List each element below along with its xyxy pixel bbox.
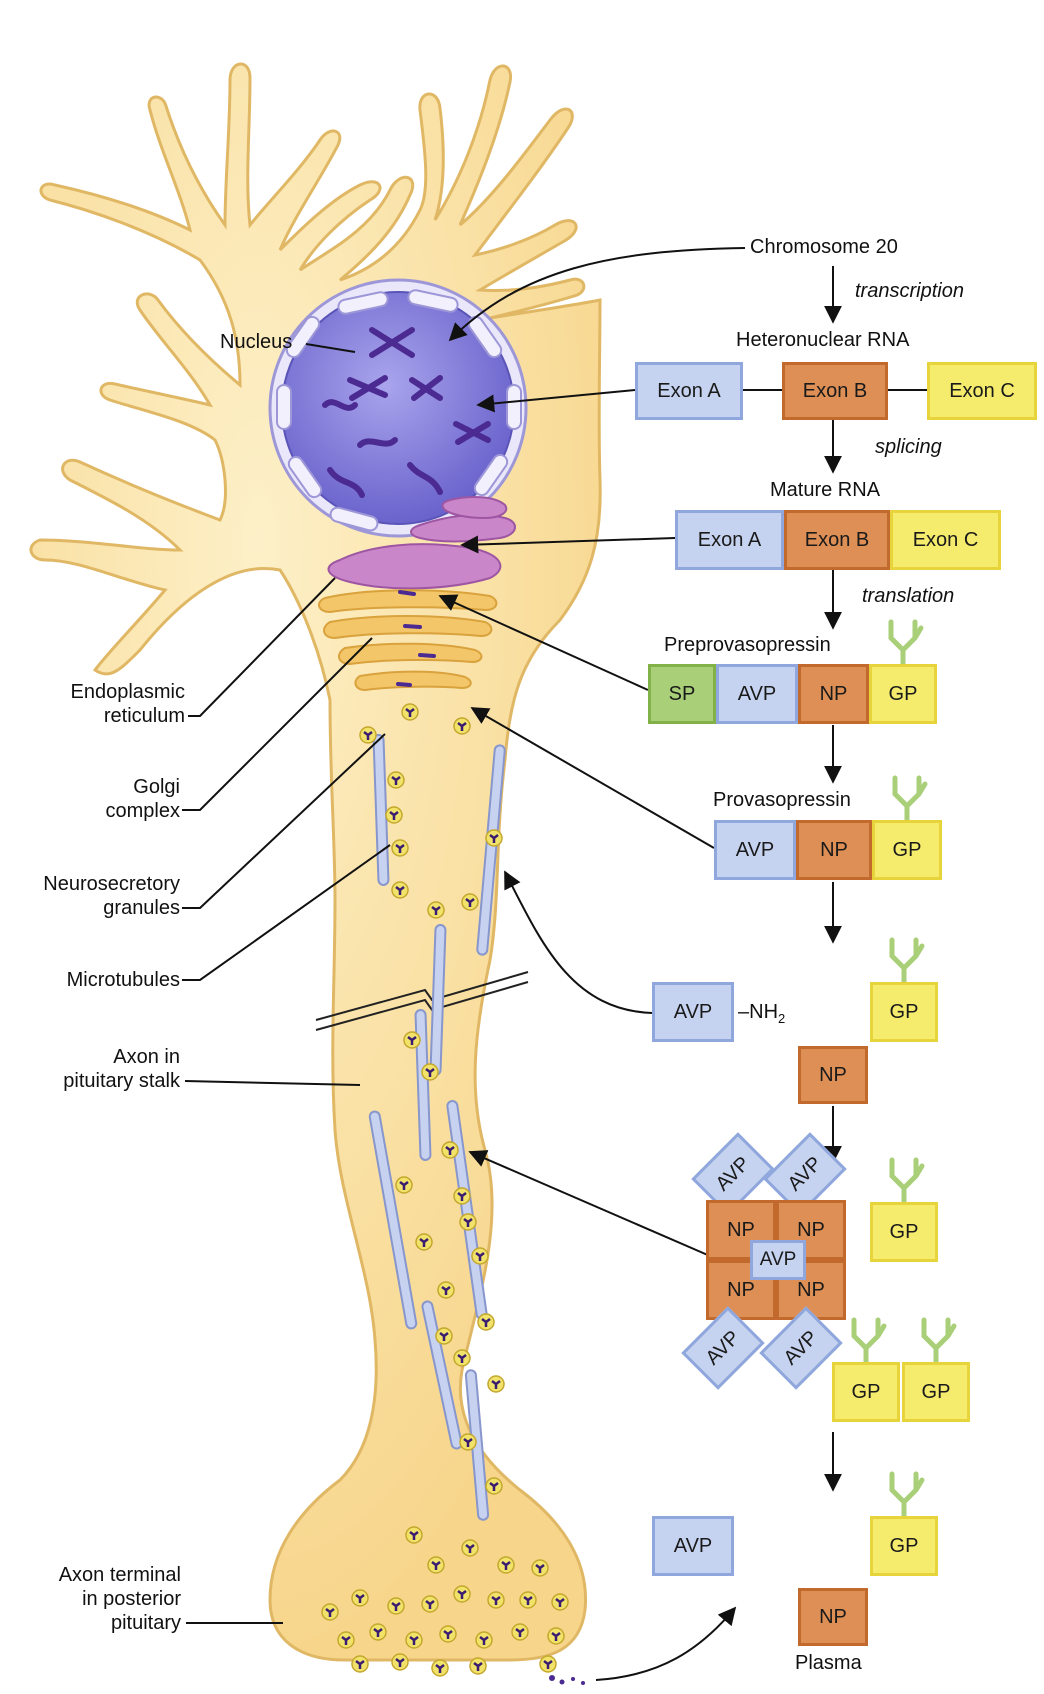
pro-avp: AVP	[714, 820, 796, 880]
hnrna-exon-c: Exon C	[927, 362, 1037, 420]
hnrna-exon-b: Exon B	[782, 362, 888, 420]
label-plasma: Plasma	[795, 1652, 862, 1674]
label-axon-line1: Axon in	[113, 1046, 180, 1068]
plasma-gp: GP	[870, 1516, 938, 1576]
complex-avp-center: AVP	[750, 1240, 806, 1280]
mature-exon-a: Exon A	[675, 510, 784, 570]
label-transcription: transcription	[855, 280, 964, 302]
label-granules-line2: granules	[103, 897, 180, 919]
label-granules: Neurosecretory granules	[10, 872, 180, 920]
cleaved-np: NP	[798, 1046, 868, 1104]
pathway-arrows	[438, 247, 927, 1681]
label-leaders	[182, 343, 391, 1624]
complex-gp: GP	[870, 1202, 938, 1262]
cleaved-avp: AVP	[652, 982, 734, 1042]
nucleus	[268, 278, 528, 538]
label-granules-line1: Neurosecretory	[43, 873, 180, 895]
axon-break	[315, 971, 529, 1031]
plasma-avp: AVP	[652, 1516, 734, 1576]
label-er-line1: Endoplasmic	[70, 681, 185, 703]
pro-gp: GP	[872, 820, 942, 880]
paired-gp-2: GP	[902, 1362, 970, 1422]
prepro-np: NP	[798, 664, 869, 724]
exocytosis	[549, 1675, 585, 1685]
complex-np-1: NP	[706, 1200, 776, 1260]
mature-exon-c: Exon C	[890, 510, 1001, 570]
prepro-gp: GP	[869, 664, 937, 724]
label-terminal-line1: Axon terminal	[58, 1564, 181, 1586]
plasma-np: NP	[798, 1588, 868, 1646]
nh2-label: –NH2	[738, 1000, 785, 1031]
label-chromosome: Chromosome 20	[750, 236, 898, 258]
paired-gp-1: GP	[832, 1362, 900, 1422]
label-translation: translation	[862, 585, 955, 607]
label-axon-terminal: Axon terminal in posterior pituitary	[10, 1563, 181, 1635]
glycan-chains	[851, 619, 957, 1519]
label-microtubules: Microtubules	[66, 969, 180, 991]
nh2-text: –NH	[738, 1001, 779, 1023]
microtubules	[368, 734, 506, 1521]
mature-exon-b: Exon B	[784, 510, 890, 570]
label-preprovasopressin: Preprovasopressin	[664, 634, 831, 656]
label-axon: Axon in pituitary stalk	[10, 1045, 180, 1093]
label-hnrna: Heteronuclear RNA	[736, 329, 910, 351]
pro-np: NP	[796, 820, 872, 880]
label-provasopressin: Provasopressin	[713, 789, 851, 811]
label-splicing: splicing	[875, 436, 942, 458]
label-er-line2: reticulum	[103, 705, 185, 727]
label-er: Endoplasmic reticulum	[20, 680, 185, 728]
prepro-avp: AVP	[716, 664, 798, 724]
nh2-subscript: 2	[778, 1011, 786, 1026]
soma-dendrites	[29, 62, 602, 1662]
label-golgi: Golgi complex	[20, 775, 180, 823]
label-golgi-line2: complex	[105, 800, 180, 822]
neurosecretory-granules	[321, 703, 569, 1677]
label-mature-rna: Mature RNA	[770, 479, 881, 501]
prepro-sp: SP	[648, 664, 716, 724]
endoplasmic-reticulum	[327, 496, 516, 590]
label-golgi-line1: Golgi	[133, 776, 180, 798]
label-terminal-line3: pituitary	[110, 1612, 181, 1634]
cleaved-gp: GP	[870, 982, 938, 1042]
hnrna-exon-a: Exon A	[635, 362, 743, 420]
label-terminal-line2: in posterior	[82, 1588, 181, 1610]
label-nucleus: Nucleus	[220, 331, 293, 353]
label-axon-line2: pituitary stalk	[63, 1070, 180, 1092]
